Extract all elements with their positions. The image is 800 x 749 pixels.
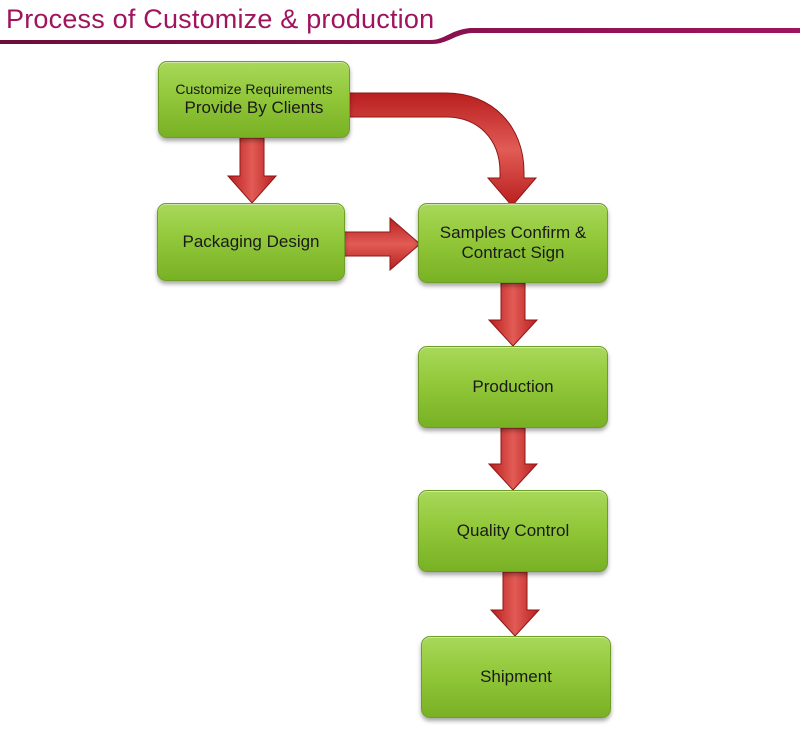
- step-customize-line2: Provide By Clients: [184, 97, 324, 117]
- arrow-customize-to-packaging: [226, 137, 278, 204]
- arrow-quality-to-shipment: [489, 571, 541, 637]
- step-samples-line1: Samples Confirm &: [439, 222, 587, 242]
- step-packaging-label: Packaging Design: [182, 231, 320, 251]
- arrow-production-to-quality: [487, 427, 539, 491]
- arrow-packaging-to-samples: [343, 216, 421, 272]
- arrow-samples-to-production: [487, 282, 539, 347]
- step-samples-confirm: Samples Confirm & Contract Sign: [418, 203, 608, 283]
- step-production: Production: [418, 346, 608, 428]
- step-shipment: Shipment: [421, 636, 611, 718]
- step-customize-line1: Customize Requirements: [175, 80, 333, 97]
- arrow-customize-to-samples: [347, 92, 538, 207]
- step-samples-line2: Contract Sign: [461, 243, 565, 262]
- page-title: Process of Customize & production: [6, 4, 435, 34]
- step-quality-label: Quality Control: [456, 520, 570, 540]
- step-quality-control: Quality Control: [418, 490, 608, 572]
- step-production-label: Production: [472, 376, 554, 396]
- step-shipment-label: Shipment: [480, 666, 552, 686]
- step-customize-requirements: Customize Requirements Provide By Client…: [158, 61, 350, 138]
- header-bar: [0, 28, 800, 44]
- step-packaging-design: Packaging Design: [157, 203, 345, 281]
